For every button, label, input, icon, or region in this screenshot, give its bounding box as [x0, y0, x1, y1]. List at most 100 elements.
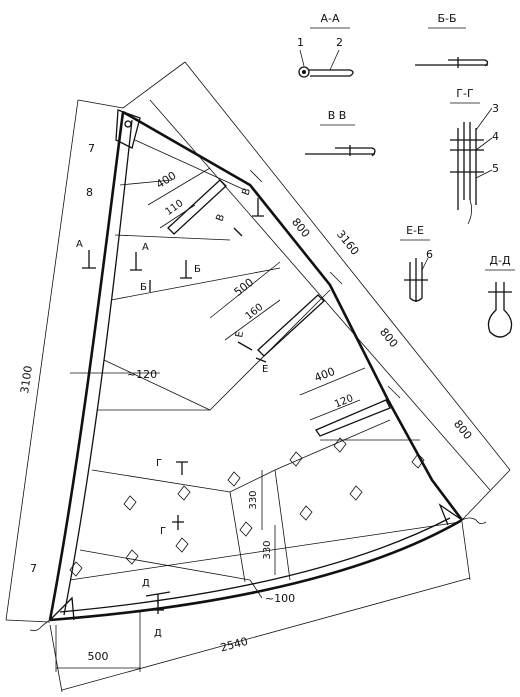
section-dd-title: Д-Д: [489, 254, 511, 267]
dim-100: [249, 579, 263, 599]
seam-fold-vv: [305, 147, 376, 157]
dim-luff-label: 3100: [18, 365, 35, 395]
mark-b-inner: Б: [194, 264, 201, 275]
section-vv-detail: [305, 124, 376, 157]
leech-edge: [122, 110, 464, 521]
section-ee-title: Е-Е: [406, 224, 424, 237]
section-title-labels: А-А Б-Б В В Г-Г Е-Е Д-Д: [320, 12, 510, 267]
dim-500-label: 500: [232, 276, 257, 299]
patch: [123, 495, 137, 511]
callout-3: 3: [492, 102, 499, 115]
dim-luff: [5, 99, 79, 621]
arrow-e-b: [255, 357, 267, 363]
patch: [125, 549, 139, 565]
dim-330-a-label: 330: [248, 490, 259, 509]
section-bb-title: Б-Б: [437, 12, 456, 25]
arrow-d-right: [152, 600, 164, 614]
seam-10: [274, 469, 291, 581]
section-gg-title: Г-Г: [456, 87, 474, 100]
mark-b-left: Б: [140, 282, 147, 293]
arrow-a-inner: [130, 252, 142, 271]
dim-leech-segments: [149, 99, 491, 491]
panel-seams: [69, 179, 461, 583]
dim-luff-curve-label: ~120: [127, 368, 157, 381]
dim-400-top: [147, 167, 211, 206]
patch: [289, 451, 303, 467]
seam-7: [79, 549, 251, 581]
callout-labels: 1 2 3 4 5 6 7 7 8: [30, 36, 499, 575]
arrow-e-a: [237, 341, 253, 351]
dim-400-mid-label: 400: [313, 365, 337, 385]
arrow-v-top: [252, 198, 264, 217]
dimension-lines: [5, 61, 511, 693]
dim-400-top-label: 400: [154, 169, 179, 191]
mark-e-b: Е: [262, 364, 268, 375]
tape-fold: [309, 69, 354, 77]
luff-edge: [48, 111, 125, 621]
callout-2: 2: [336, 36, 343, 49]
cringle-ring: [298, 66, 310, 78]
mark-e-a: Е: [234, 330, 246, 338]
seam-4: [103, 289, 331, 411]
dim-120: [309, 399, 361, 421]
head-eye: [124, 120, 132, 128]
callout-7-bottom: 7: [30, 562, 37, 575]
tack-patch: [49, 596, 75, 621]
dim-leech-label: 3160: [334, 228, 362, 258]
dim-foot: [61, 577, 471, 691]
dim-160: [224, 299, 281, 341]
section-ee-detail: [400, 239, 430, 302]
rope-end: [467, 199, 472, 225]
mark-a-inner: А: [142, 242, 149, 253]
patch: [349, 485, 363, 501]
dim-leech: [184, 61, 511, 471]
cringle-loop: [487, 282, 513, 338]
seam-6: [91, 419, 391, 493]
patch: [411, 453, 425, 469]
mark-a-left: А: [76, 239, 83, 250]
mark-d-left: Д: [142, 578, 150, 589]
clew-patch: [438, 503, 463, 526]
batten-pocket-top: [167, 179, 227, 235]
batten-pockets: [167, 179, 391, 437]
dim-foot-label: 2540: [219, 635, 249, 655]
dim-400-mid: [299, 367, 366, 396]
batten-pocket-low: [315, 399, 391, 437]
section-dd-detail: [485, 269, 515, 338]
section-gg-detail: [450, 102, 493, 225]
bolt-rope-layers: [457, 122, 477, 210]
patch: [333, 437, 347, 453]
section-aa-title: А-А: [320, 12, 339, 25]
mark-v-seam: В: [214, 213, 227, 223]
arrow-v-seam: [233, 227, 243, 237]
mark-g-upper: Г: [156, 458, 162, 469]
patch: [175, 537, 189, 553]
section-bb-detail: [415, 27, 489, 68]
dim-foot-curve-label: ~100: [265, 592, 295, 605]
seam-2: [114, 234, 231, 241]
callout-6: 6: [426, 248, 433, 261]
section-vv-title: В В: [328, 109, 347, 122]
mark-v-top: В: [240, 187, 253, 197]
callout-8: 8: [86, 186, 93, 199]
arrow-g-upper: [176, 461, 188, 475]
foot-edge: [49, 518, 463, 622]
patch: [239, 521, 253, 537]
mark-d-right: Д: [154, 628, 162, 639]
dimension-labels: 3100 3160 2540 500 400 110 500 160 400 1…: [18, 169, 474, 663]
patch: [227, 471, 241, 487]
leech-inner: [134, 139, 246, 191]
section-arrows: [82, 198, 267, 614]
dim-500: [209, 261, 281, 319]
patch: [177, 485, 191, 501]
callout-7-top: 7: [88, 142, 95, 155]
arrow-g-lower: [172, 515, 184, 530]
dim-110: [159, 204, 196, 229]
dim-foot-pocket-label: 500: [88, 650, 109, 663]
head-board: [115, 109, 141, 149]
seam-fold-bb: [415, 59, 489, 67]
sail-outline: [29, 109, 487, 632]
mark-g-lower: Г: [160, 526, 166, 537]
section-mark-labels: А А Б Б В В Е Е Г Г Д Д: [76, 187, 268, 639]
callout-1: 1: [297, 36, 304, 49]
